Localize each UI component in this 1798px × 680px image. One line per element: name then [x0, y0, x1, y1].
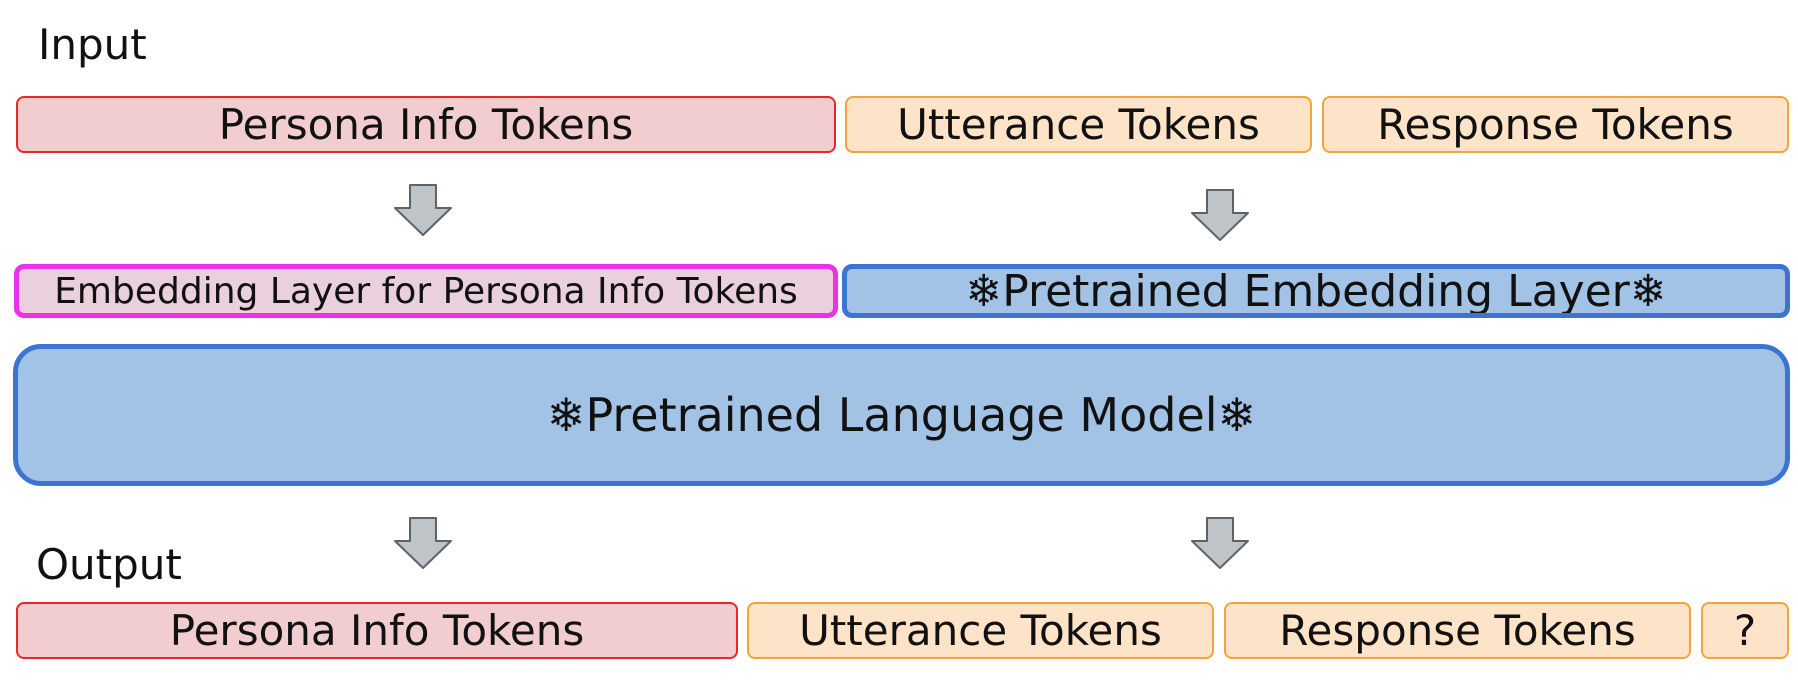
input-label: Input: [38, 20, 147, 69]
pretrained-language-model-box: ❄Pretrained Language Model❄: [13, 344, 1790, 486]
output-utterance-tokens-box: Utterance Tokens: [747, 602, 1214, 659]
input-response-tokens-box: Response Tokens: [1322, 96, 1789, 153]
output-persona-info-tokens-box: Persona Info Tokens: [16, 602, 738, 659]
down-arrow-icon: [394, 517, 452, 569]
persona-embedding-layer-box: Embedding Layer for Persona Info Tokens: [14, 264, 838, 318]
input-utterance-tokens-box: Utterance Tokens: [845, 96, 1312, 153]
down-arrow-icon: [394, 184, 452, 236]
output-response-tokens-box: Response Tokens: [1224, 602, 1691, 659]
pretrained-embedding-layer-box: ❄Pretrained Embedding Layer❄: [842, 264, 1790, 318]
down-arrow-icon: [1191, 189, 1249, 241]
down-arrow-icon: [1191, 517, 1249, 569]
input-persona-info-tokens-box: Persona Info Tokens: [16, 96, 836, 153]
output-label: Output: [36, 540, 182, 589]
output-next-token-box: ?: [1701, 602, 1789, 659]
